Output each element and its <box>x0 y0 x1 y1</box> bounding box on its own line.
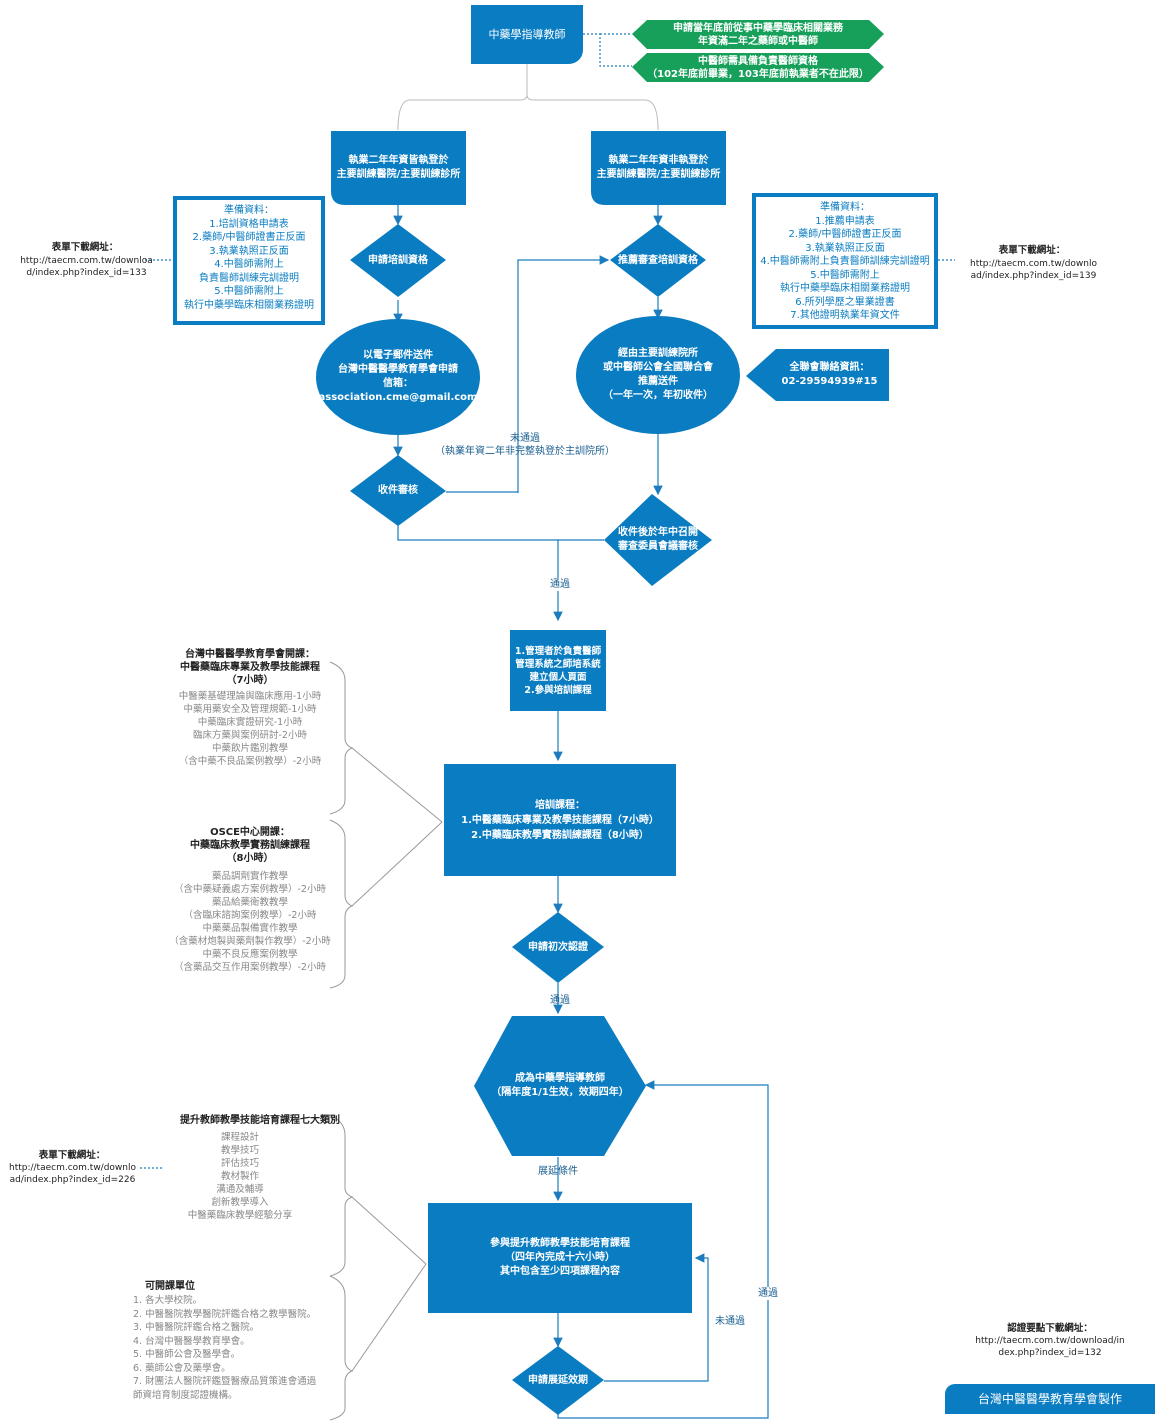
left-branch-box: 執業二年年資皆執登於 主要訓練醫院/主要訓練診所 <box>336 155 461 180</box>
training-text: 培訓課程： 1.中醫藥臨床專業及教學技能課程（7小時） 2.中藥臨床教學實務訓練… <box>461 799 659 841</box>
seven-categories-title: 提升教師教學技能培育課程七大類別 <box>180 1115 340 1126</box>
committee-review-diamond: 收件後於年中召開 審查委員會議審核 <box>618 527 698 552</box>
course-2-title: OSCE中心開課： 中藥臨床教學實務訓練課程 （8小時） <box>190 827 310 864</box>
right-branch-box: 執業二年年資非執登於 主要訓練醫院/主要訓練診所 <box>596 155 721 180</box>
apply-extend-diamond: 申請展延效期 <box>528 1374 588 1386</box>
pass-label-3: 通過 <box>752 1287 784 1300</box>
receipt-check-diamond: 收件審核 <box>378 484 418 496</box>
apply-qualification-diamond: 申請培訓資格 <box>368 254 428 266</box>
url3-label: 表單下載網址： <box>38 1150 106 1161</box>
cert-url-label: 認證要點下載網址： <box>1007 1323 1093 1334</box>
course-1-title: 台灣中醫醫學教育學會開課： 中醫藥臨床專業及教學技能課程 （7小時） <box>180 649 320 686</box>
units-title: 可開課單位 <box>145 1281 195 1292</box>
build-profile-box <box>510 630 606 711</box>
training-box <box>444 764 676 876</box>
not-pass-label: 未通過 <box>715 1316 745 1327</box>
recommend-submit-ellipse: 經由主要訓練院所 或中醫師公會全國聯合會 推薦送件 （一年一次，年初收件） <box>603 348 713 401</box>
footer-text: 台灣中醫醫學教育學會製作 <box>977 1392 1122 1406</box>
course-2-items: 藥品調劑實作教學 （含中藥疑義處方案例教學）-2小時 藥品給藥衛教教學 （含臨床… <box>169 871 331 973</box>
right-prep-list: 準備資料： 1.推薦申請表 2.藥師/中醫師證書正反面 3.執業執照正反面 4.… <box>752 193 938 329</box>
top-title: 中藥學指導教師 <box>488 27 566 41</box>
extend-course-box <box>428 1203 692 1313</box>
right-url-label: 表單下載網址： <box>998 245 1066 256</box>
course-1-items: 中醫藥基礎理論與臨床應用-1小時 中藥用藥安全及管理規範-1小時 中藥臨床實證研… <box>178 691 322 767</box>
recommend-review-diamond: 推薦審查培訓資格 <box>618 254 698 266</box>
left-url[interactable]: http://taecm.com.tw/downloa d/index.php?… <box>20 256 153 278</box>
apply-cert-diamond: 申請初次認證 <box>528 941 588 953</box>
left-url-label: 表單下載網址： <box>51 242 119 253</box>
seven-categories-items: 課程設計 教學技巧 評估技巧 教材製作 溝通及輔導 創新教學導入 中醫藥臨床教學… <box>187 1132 293 1221</box>
build-profile-text: 1.管理者於負責醫師 管理系統之師培系統 建立個人頁面 2.參與培訓課程 <box>514 645 602 696</box>
left-prep-list: 準備資料： 1.培訓資格申請表 2.藥師/中醫師證書正反面 3.執業執照正反面 … <box>173 196 325 325</box>
become-teacher-hexagon: 成為中藥學指導教師 （隔年度1/1生效，效期四年） <box>491 1073 629 1098</box>
requirement-2: 中醫師需具備負責醫師資格 （102年底前畢業，103年底前執業者不在此限） <box>647 55 869 80</box>
pass-label-1: 通過 <box>540 578 580 591</box>
top-title-box <box>471 5 583 64</box>
requirement-1: 申請當年底前從事中藥學臨床相關業務 年資滿二年之藥師或中醫師 <box>673 22 843 47</box>
email-submit-ellipse: 以電子郵件送件 台灣中醫醫學教育學會申請 信箱： association.cme… <box>318 350 478 403</box>
fail-label: 未通過 （執業年資二年非完整執登於主訓院所） <box>435 433 615 457</box>
units-items: 1. 各大學校院。 2. 中醫醫院教學醫院評鑑合格之教學醫院。 3. 中醫醫院評… <box>133 1295 317 1401</box>
cert-url[interactable]: http://taecm.com.tw/download/in dex.php?… <box>975 1336 1125 1358</box>
url3[interactable]: http://taecm.com.tw/downlo ad/index.php?… <box>8 1163 137 1185</box>
footer-badge <box>945 1384 1155 1414</box>
extend-condition-label: 展延條件 <box>538 1166 578 1177</box>
right-url[interactable]: http://taecm.com.tw/downlo ad/index.php?… <box>969 259 1098 281</box>
extend-course-text: 參與提升教師教學技能培育課程 （四年內完成十六小時） 其中包含至少四項課程內容 <box>490 1238 630 1277</box>
pass-label-2: 通過 <box>550 995 570 1006</box>
contact-info: 全聯會聯絡資訊： 02-29594939#15 <box>781 362 878 387</box>
